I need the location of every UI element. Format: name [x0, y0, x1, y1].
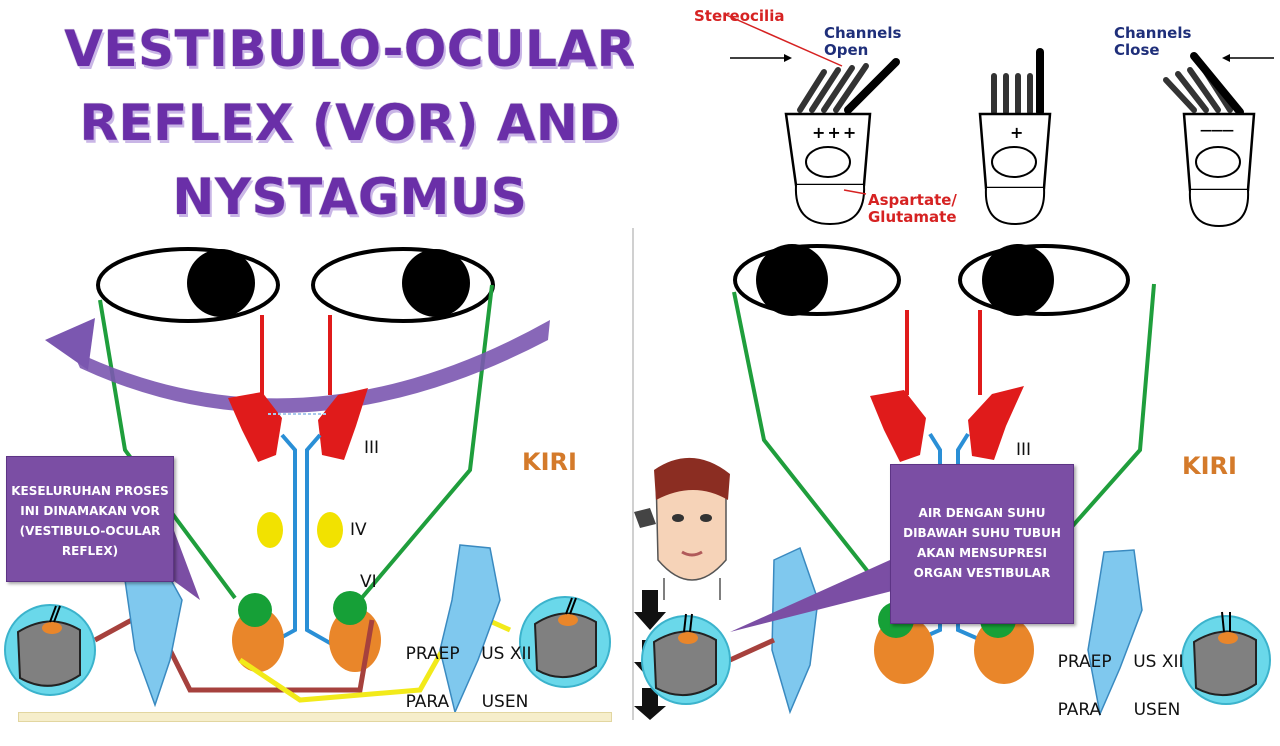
- abducens-orange-left: [232, 608, 284, 672]
- callout-line-1: KESELURUHAN PROSES: [11, 484, 169, 498]
- suppression-callout-box: AIR DENGAN SUHU DIBAWAH SUHU TUBUH AKAN …: [890, 464, 1074, 624]
- nucleus-label-line-1: PRAEP US XII: [1057, 652, 1184, 672]
- green-nerve-left: [98, 299, 237, 600]
- side-label-kiri: KIRI: [1182, 452, 1237, 480]
- hair-cell-closed: [1163, 52, 1274, 228]
- left-panel: VESTIBULO-OCULAR REFLEX (VOR) AND NYSTAG…: [0, 0, 635, 722]
- neurotransmitter-line-1: Aspartate/: [868, 191, 957, 209]
- channels-open-label: Channels Open: [824, 25, 901, 59]
- cell1-charge: +++: [812, 123, 859, 142]
- callout-line-4: ORGAN VESTIBULAR: [913, 566, 1051, 580]
- cell3-charge: ———: [1200, 123, 1234, 137]
- callout-line-2: DIBAWAH SUHU TUBUH: [903, 526, 1061, 540]
- left-vor-diagram: [4, 247, 611, 715]
- neurotransmitter-line-2: Glutamate: [868, 208, 957, 226]
- nucleus-label-line-2: PARA USEN: [405, 692, 529, 712]
- channels-close-line-2: Close: [1114, 41, 1160, 59]
- stereocilia-label: Stereocilia: [694, 7, 785, 25]
- hair-cell-neutral: [978, 48, 1052, 226]
- title-line-3: NYSTAGMUS: [172, 168, 528, 226]
- purple-arc-arrow: [72, 320, 550, 413]
- right-eye: [311, 247, 495, 323]
- nucleus-label-line-1: PRAEP US XII: [405, 644, 532, 664]
- channels-close-line-1: Channels: [1114, 24, 1192, 42]
- vestibular-organ-left: [641, 613, 731, 705]
- nerve-iii-label: III: [364, 438, 380, 458]
- vestibular-nucleus-right: [439, 544, 501, 715]
- right-eye: [958, 244, 1130, 316]
- patient-head-illustration: [634, 457, 730, 600]
- neurotransmitter-label: Aspartate/ Glutamate: [868, 192, 957, 226]
- abducens-green-left: [238, 593, 272, 627]
- nerve-vi-label: VI: [360, 572, 377, 592]
- vestibular-organ-right: [519, 596, 611, 688]
- title-line-2: REFLEX (VOR) AND: [79, 94, 621, 152]
- purple-arrow-head: [45, 318, 95, 370]
- oculomotor-nucleus-right: [318, 388, 368, 460]
- nerve-iii-label: III: [1016, 440, 1032, 460]
- channels-open-line-1: Channels: [824, 24, 902, 42]
- side-label-kiri: KIRI: [522, 448, 577, 476]
- left-eye: [733, 244, 901, 316]
- channels-close-label: Channels Close: [1114, 25, 1191, 59]
- callout-line-2: INI DINAMAKAN VOR: [20, 504, 160, 518]
- trochlear-nucleus-right: [317, 512, 343, 548]
- abducens-green-right: [333, 591, 367, 625]
- vestibular-organ-left: [4, 604, 96, 696]
- nucleus-label: PRAEP US XII PARA USEN: [384, 618, 532, 738]
- callout-line-1: AIR DENGAN SUHU: [918, 506, 1046, 520]
- nerve-iv-label: IV: [350, 520, 367, 540]
- vestibular-organ-right: [1181, 611, 1271, 705]
- callout-line-3: (VESTIBULO-OCULAR: [19, 524, 161, 538]
- trochlear-nucleus-left: [257, 512, 283, 548]
- hair-cell-open: [723, 13, 900, 226]
- right-panel: Stereocilia Channels Open Channels Close…: [634, 0, 1280, 720]
- right-vor-diagram: [634, 13, 1274, 720]
- cell2-charge: +: [1010, 123, 1024, 142]
- panel-divider: [632, 228, 634, 720]
- title-line-1: VESTIBULO-OCULAR: [64, 20, 636, 78]
- nucleus-label-line-2: PARA USEN: [1057, 700, 1181, 720]
- green-nerve-right: [358, 284, 494, 602]
- callout-line-3: AKAN MENSUPRESI: [916, 546, 1047, 560]
- oculomotor-nucleus-left: [228, 392, 282, 462]
- nucleus-label: PRAEP US XII PARA USEN: [1036, 626, 1184, 746]
- callout-line-4: REFLEX): [61, 544, 119, 558]
- vor-callout-box: KESELURUHAN PROSES INI DINAMAKAN VOR (VE…: [6, 456, 174, 582]
- channels-open-line-2: Open: [824, 41, 869, 59]
- left-eye: [96, 247, 280, 323]
- bottom-caption-bar: [18, 712, 612, 722]
